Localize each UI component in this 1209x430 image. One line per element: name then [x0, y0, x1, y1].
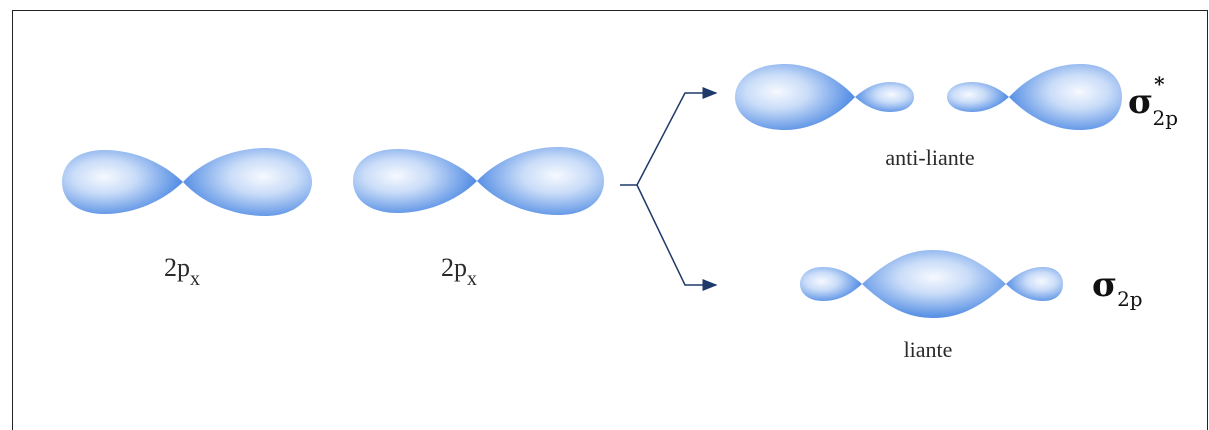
lobe-right — [183, 148, 312, 216]
lobe-large-right — [1009, 64, 1122, 130]
label-2px-middle: 2px — [441, 253, 477, 290]
bonding-orbital — [800, 250, 1063, 318]
orbital-2px-left — [62, 148, 312, 216]
arrow-to-antibonding — [636, 87, 718, 186]
arrow-to-bonding — [636, 184, 718, 291]
lobe-small-inner-left — [855, 82, 914, 112]
diagram-frame — [12, 10, 1208, 430]
label-2px-left: 2px — [164, 253, 200, 290]
label-bonding: liante — [904, 337, 953, 362]
symbol-sigma-star-2p: σ*2p — [1128, 72, 1178, 130]
lobe-central — [862, 250, 1006, 318]
orbital-2px-middle — [353, 147, 604, 215]
antibonding-orbital — [735, 64, 1122, 130]
lobe-large-left — [735, 64, 855, 130]
branch-arrows — [620, 87, 718, 291]
lobe-right — [477, 147, 604, 215]
lobe-small-left — [800, 267, 862, 301]
lobe-left — [62, 150, 183, 214]
lobe-small-right — [1006, 267, 1063, 301]
orbital-diagram: 2px 2px anti-liante liante σ*2p σ2p — [62, 64, 1178, 362]
lobe-small-inner-right — [947, 82, 1009, 112]
label-antibonding: anti-liante — [885, 145, 974, 170]
lobe-left — [353, 149, 477, 213]
symbol-sigma-2p: σ2p — [1092, 265, 1143, 311]
